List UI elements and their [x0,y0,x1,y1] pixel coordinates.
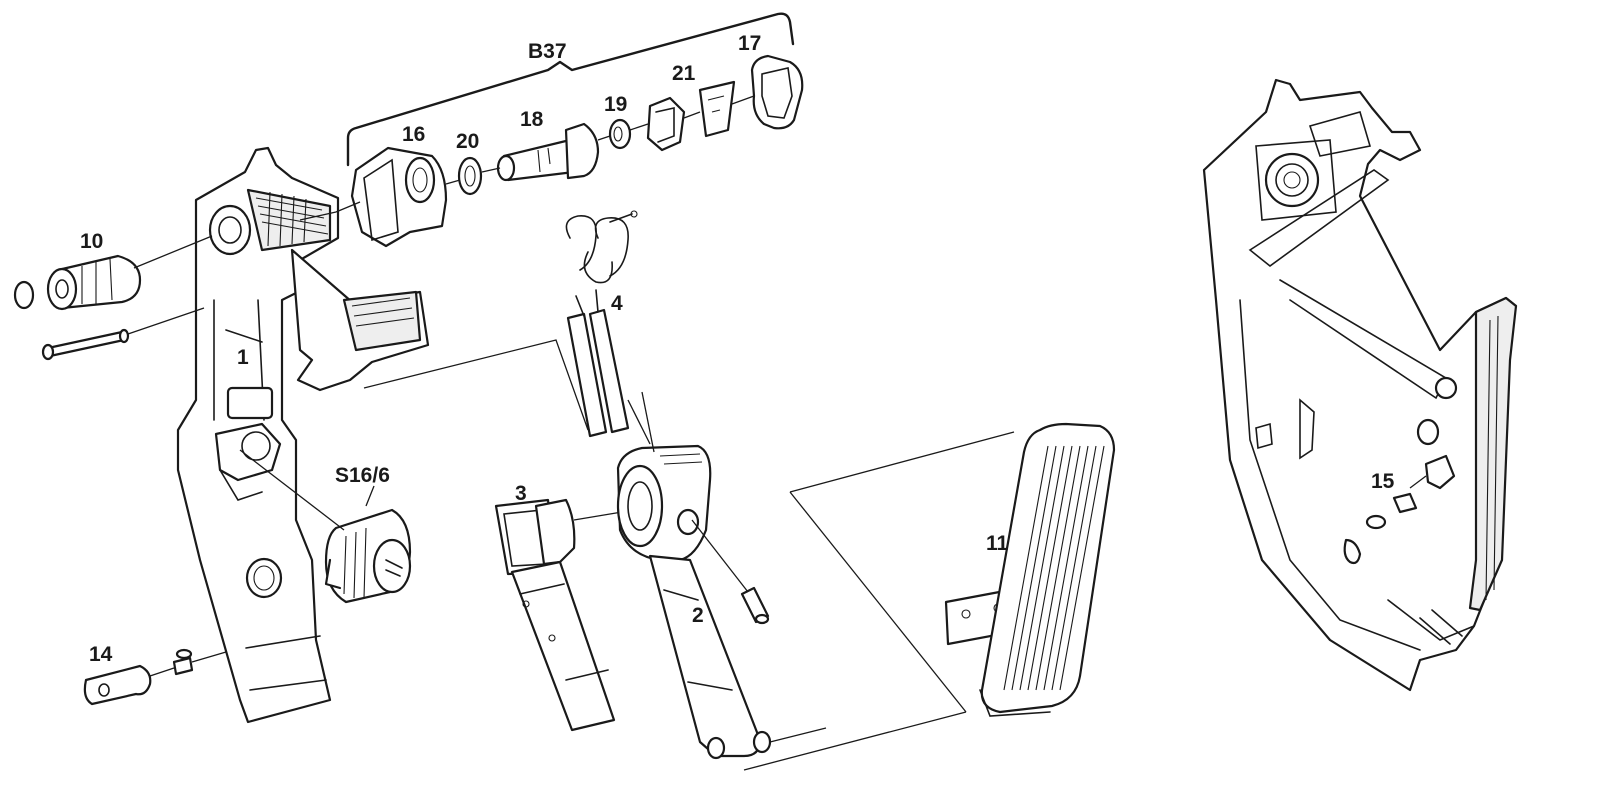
leader-17 [731,95,755,105]
sensor-plate-21 [698,80,736,138]
switch-s16-6 [324,508,412,604]
bushing-10 [13,254,142,311]
leader-21 [683,111,701,119]
leader-20 [445,179,461,185]
leader-10 [133,235,213,269]
leader-screw [691,519,749,593]
pivot-pin [41,328,130,361]
leader-4 [627,399,651,445]
shaft-18 [496,122,600,182]
spring-4 [565,210,638,438]
callout-11: 11 [986,532,1009,555]
callout-17: 17 [738,32,761,55]
magnet-carrier [646,96,686,152]
ring-19 [608,118,632,150]
sensor-housing-16 [350,146,448,248]
assembled-pedal-view [1202,78,1518,692]
callout-14: 14 [89,643,113,666]
callout-2: 2 [692,604,704,627]
leader-18a [481,167,501,173]
leader-spring-arm [641,391,655,453]
leader-11-top [789,431,1015,493]
lever-3 [494,498,616,732]
callout-10: 10 [80,230,103,253]
leader-carrier [629,123,649,131]
callout-b37: B37 [528,40,567,63]
callout-1: 1 [237,346,249,369]
leader-arm-pivot [769,727,827,743]
screw [740,586,770,625]
leader-bracket-spring [363,339,589,431]
leader-11-arm [743,711,967,771]
callout-20: 20 [456,130,479,153]
leader-15 [1409,475,1427,489]
leader-pin [127,307,205,335]
leader-3 [573,511,623,521]
callout-16: 16 [402,123,425,146]
callout-15: 15 [1371,470,1395,493]
cover-17 [750,54,804,130]
leader-s16-6-label [365,485,375,507]
callout-18: 18 [520,108,544,131]
callout-21: 21 [672,62,696,85]
leader-11-bottom [789,491,967,713]
leader-14 [149,651,227,677]
leader-housing-bracket [299,211,337,221]
callout-3: 3 [515,482,527,505]
pedal-pad-11 [944,422,1116,717]
pedal-bracket-1 [176,146,430,724]
callout-s16-6: S16/6 [335,464,390,487]
clip-14 [83,648,194,706]
leader-16 [335,201,361,213]
callout-4: 4 [611,292,623,315]
pedal-arm-2 [616,444,772,760]
leader-s16-6 [239,449,345,531]
callout-19: 19 [604,93,627,116]
b37-group-bracket [346,12,795,167]
ring-20 [457,156,483,196]
leader-19 [597,135,611,141]
